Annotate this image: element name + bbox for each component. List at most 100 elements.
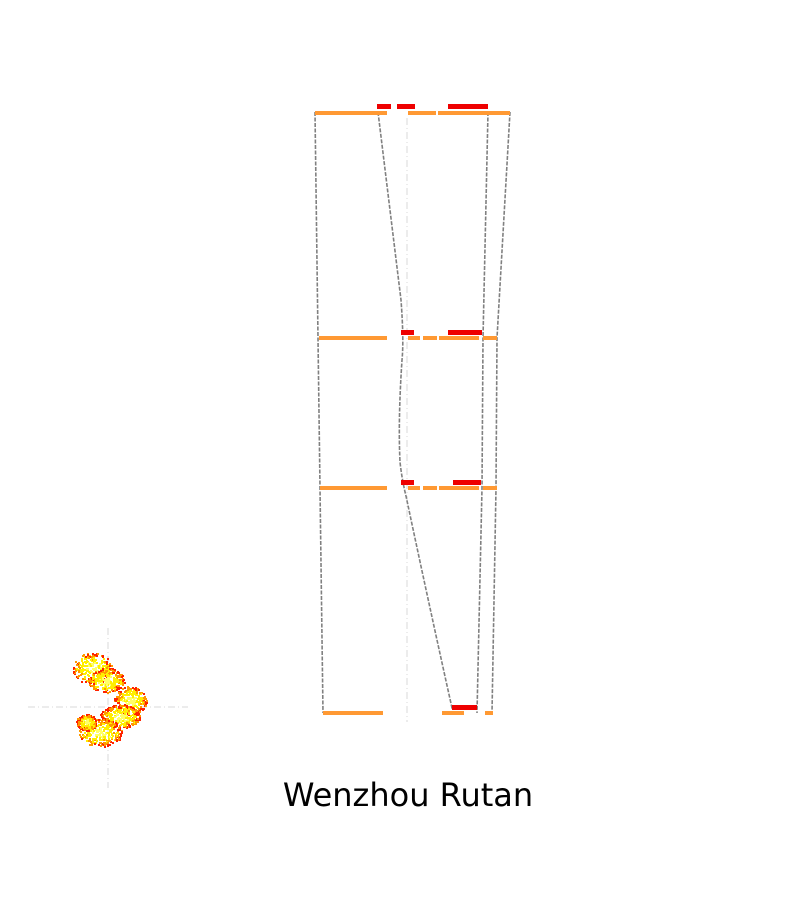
heatmap-cell: [133, 711, 135, 713]
heatmap-cell: [118, 738, 120, 740]
heatmap-cell: [81, 673, 83, 675]
heatmap-cell: [97, 653, 99, 655]
heatmap-cell: [124, 687, 126, 689]
heatmap-cell: [117, 681, 119, 683]
heatmap-cell: [105, 691, 107, 693]
hot-level2-b: [453, 480, 481, 485]
heatmap-cell: [99, 663, 101, 665]
heatmap-cell: [90, 734, 92, 736]
heatmap-cell: [116, 713, 118, 715]
heatmap-cell: [128, 694, 130, 696]
heatmap-cell: [89, 684, 91, 686]
heatmap-cell: [112, 670, 114, 672]
heatmap-cell: [114, 669, 116, 671]
heatmap-cell: [104, 661, 106, 663]
heatmap-cell: [88, 657, 90, 659]
heatmap-cell: [125, 694, 127, 696]
heatmap-cell: [102, 723, 104, 725]
heatmap-cell: [107, 674, 109, 676]
heatmap-cell: [89, 719, 91, 721]
heatmap-cell: [133, 717, 135, 719]
heatmap-cell: [128, 706, 130, 708]
heatmap-cell: [122, 720, 124, 722]
heatmap-cell: [133, 701, 135, 703]
heatmap-cell: [126, 703, 128, 705]
heatmap-cell: [93, 676, 95, 678]
heatmap-cell: [138, 704, 140, 706]
heatmap-cell: [95, 667, 97, 669]
heatmap-cell: [100, 667, 102, 669]
heatmap-cell: [134, 715, 136, 717]
heatmap-cell: [139, 717, 141, 719]
heatmap-cell: [126, 706, 128, 708]
heatmap-cell: [96, 736, 98, 738]
heatmap-cell: [109, 663, 111, 665]
heatmap-cell: [120, 682, 122, 684]
heatmap-cell: [132, 687, 134, 689]
heatmap-cell: [127, 698, 129, 700]
heatmap-cell: [98, 674, 100, 676]
heatmap-cell: [132, 709, 134, 711]
heatmap-cell: [93, 686, 95, 688]
heatmap-cell: [116, 708, 118, 710]
heatmap-cell: [101, 660, 103, 662]
heatmap-cell: [105, 722, 107, 724]
heatmap-cell: [89, 744, 91, 746]
heatmap-cell: [128, 721, 130, 723]
heatmap-cell: [100, 724, 102, 726]
heatmap-cell: [141, 708, 143, 710]
heatmap-cell: [92, 732, 94, 734]
outer-left-edge: [314, 111, 324, 714]
heatmap-cell: [122, 711, 124, 713]
heatmap-cell: [120, 687, 122, 689]
heatmap-cell: [108, 740, 110, 742]
heatmap-cell: [102, 726, 104, 728]
heatmap-cell: [115, 737, 117, 739]
heatmap-cell: [119, 674, 121, 676]
heatmap-cell: [137, 712, 139, 714]
heatmap-cell: [106, 720, 108, 722]
heatmap-cell: [107, 692, 109, 694]
heatmap-cell: [101, 736, 103, 738]
heatmap-cell: [86, 714, 88, 716]
heatmap-cell: [111, 689, 113, 691]
heatmap-cell: [104, 711, 106, 713]
heatmap-cell: [95, 688, 97, 690]
heatmap-cell: [73, 667, 75, 669]
heatmap-cell: [130, 715, 132, 717]
heatmap-cell: [127, 719, 129, 721]
heatmap-cell: [83, 735, 85, 737]
floor-slabs: [315, 111, 510, 715]
heatmap-cell: [132, 703, 134, 705]
heatmap-cell: [110, 676, 112, 678]
heatmap-cell: [106, 663, 108, 665]
heatmap-cell: [116, 698, 118, 700]
heatmap-cell: [100, 722, 102, 724]
heatmap-cell: [81, 719, 83, 721]
heatmap-cell: [98, 721, 100, 723]
building-outline: [314, 111, 511, 714]
heatmap-cell: [122, 716, 124, 718]
heatmap-cell: [129, 719, 131, 721]
heatmap-cell: [116, 725, 118, 727]
heatmap-cell: [119, 729, 121, 731]
heatmap-cell: [130, 708, 132, 710]
heatmap-cell: [90, 730, 92, 732]
heatmap-cell: [121, 676, 123, 678]
heatmap-cell: [98, 682, 100, 684]
heatmap-cell: [93, 659, 95, 661]
heatmap-cell: [118, 707, 120, 709]
heatmap-cell: [101, 720, 103, 722]
heatmap-cell: [120, 718, 122, 720]
heatmap-cell: [108, 734, 110, 736]
heatmap-cell: [84, 669, 86, 671]
heatmap-cell: [115, 722, 117, 724]
heatmap-cell: [109, 672, 111, 674]
slab-ground-left: [323, 711, 383, 715]
heatmap-cell: [122, 693, 124, 695]
heatmap-cell: [106, 680, 108, 682]
heatmap-cell: [116, 735, 118, 737]
slab-level2-edge: [483, 486, 497, 490]
heatmap-cell: [98, 665, 100, 667]
heatmap-cell: [116, 696, 118, 698]
